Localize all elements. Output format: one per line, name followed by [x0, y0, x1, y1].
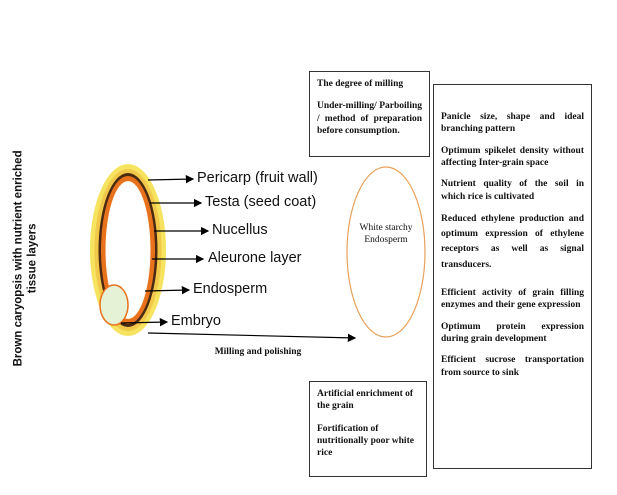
label-arrows: [120, 174, 357, 343]
milling-label: Milling and polishing: [214, 347, 302, 357]
white-grain: [346, 166, 426, 338]
pericarp-arrow: [147, 174, 195, 184]
milling-degree-box: The degree of milling Under-milling/ Par…: [309, 71, 430, 157]
endosperm-core: [107, 182, 149, 318]
factor-item: Optimum protein expression during grain …: [441, 321, 584, 344]
enrichment-title: Artificial enrichment of the grain: [317, 389, 414, 412]
brown-caryopsis: [90, 164, 166, 336]
enrichment-body: Fortification of nutritionally poor whit…: [317, 423, 414, 459]
endosperm-arrow: [144, 285, 191, 295]
factor-item: Panicle size, shape and ideal branching …: [441, 112, 584, 135]
factor-item: Optimum spikelet density without affecti…: [441, 145, 584, 169]
caryopsis-title: Brown caryopsis with nutrient enriched t…: [12, 150, 39, 367]
factor-item: Nutrient quality of the soil in which ri…: [441, 179, 584, 202]
factor-item: Efficient activity of grain filling enzy…: [441, 287, 584, 311]
factor-item: Reduced ethylene production and optimum …: [441, 214, 584, 270]
white-endosperm-label: White starchy Endosperm: [359, 223, 413, 246]
label-aleurone: Aleurone layer: [208, 250, 302, 266]
label-endosperm: Endosperm: [193, 281, 268, 297]
label-testa: Testa (seed coat): [205, 194, 317, 210]
embryo-arrow: [120, 317, 169, 327]
enrichment-box: Artificial enrichment of the grain Forti…: [309, 381, 427, 477]
factors-box: Panicle size, shape and ideal branching …: [433, 84, 592, 469]
label-nucellus: Nucellus: [212, 222, 268, 238]
embryo: [99, 284, 129, 326]
label-pericarp: Pericarp (fruit wall): [197, 170, 318, 186]
label-embryo: Embryo: [171, 313, 221, 329]
milling-degree-body: Under-milling/ Parboiling / method of pr…: [317, 101, 422, 137]
factor-item: Efficient sucrose transportation from so…: [441, 355, 584, 378]
milling-arrow: [147, 332, 357, 343]
milling-degree-title: The degree of milling: [317, 79, 404, 89]
